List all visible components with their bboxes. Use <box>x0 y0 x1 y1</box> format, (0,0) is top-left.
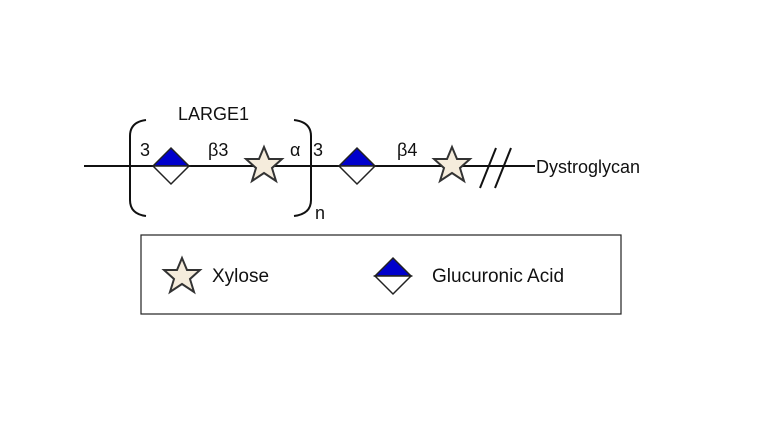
glucuronic-acid-icon <box>152 147 190 185</box>
linkage-label: β3 <box>208 140 228 160</box>
terminal-label: Dystroglycan <box>536 157 640 177</box>
break-slashes-icon <box>479 147 512 189</box>
linkage-label: β4 <box>397 140 417 160</box>
left-bracket <box>129 119 147 217</box>
linkage-label: α <box>290 140 300 160</box>
linkage-label: 3 <box>140 140 150 160</box>
enzyme-label: LARGE1 <box>178 104 249 124</box>
legend-label-glucuronic-acid: Glucuronic Acid <box>432 266 564 287</box>
legend-label-xylose: Xylose <box>212 266 269 287</box>
repeat-label: n <box>315 203 325 223</box>
glucuronic-acid-icon <box>338 147 376 185</box>
right-bracket <box>293 119 312 217</box>
xylose-star-icon <box>433 146 471 182</box>
legend: Xylose Glucuronic Acid <box>140 234 622 315</box>
linkage-label: 3 <box>313 140 323 160</box>
xylose-star-icon <box>245 146 283 182</box>
